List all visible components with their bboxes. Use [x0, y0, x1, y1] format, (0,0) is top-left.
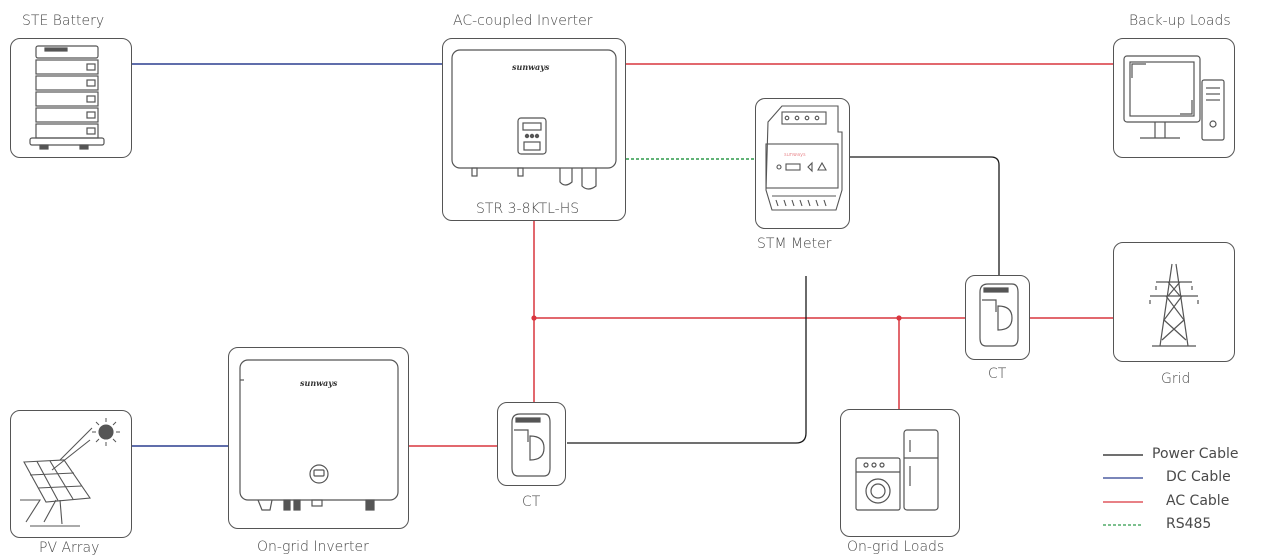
label-inverter-model: STR 3-8KTL-HS [476, 201, 580, 217]
power-cable-meter-ct-ongrid [567, 276, 807, 444]
ongrid-loads-box [840, 409, 960, 537]
battery-box [10, 38, 132, 158]
label-stm-meter: STM Meter [757, 236, 832, 252]
label-ongrid-loads: On-grid Loads [847, 539, 945, 555]
label-ste-battery: STE Battery [22, 13, 105, 29]
legend-rs485: RS485 [1166, 516, 1212, 532]
junction-dot-2 [896, 315, 902, 321]
legend-ac: AC Cable [1166, 493, 1230, 509]
legend-power: Power Cable [1152, 446, 1239, 462]
ongrid-inverter-box [228, 347, 409, 529]
ct-ongrid-box [497, 402, 566, 486]
label-ct-ongrid: CT [522, 494, 541, 510]
label-ongrid-inverter: On-grid Inverter [257, 539, 369, 555]
stm-meter-box [755, 98, 850, 229]
brand-text-meter: sunways [784, 152, 806, 158]
legend-dc: DC Cable [1166, 469, 1231, 485]
grid-box [1113, 242, 1235, 362]
backup-loads-box [1113, 38, 1235, 158]
label-ct-grid: CT [988, 366, 1007, 382]
brand-text-ongrid: sunways [300, 378, 338, 388]
power-cable-meter-ct-grid [850, 156, 1000, 275]
label-backup-loads: Back-up Loads [1129, 13, 1231, 29]
ct-grid-box [965, 275, 1030, 360]
brand-text-ac: sunways [512, 62, 550, 72]
label-ac-inverter: AC-coupled Inverter [453, 13, 593, 29]
junction-dot-1 [531, 315, 537, 321]
label-grid: Grid [1161, 371, 1191, 387]
label-pv-array: PV Array [39, 540, 100, 556]
pv-array-box [10, 410, 132, 538]
